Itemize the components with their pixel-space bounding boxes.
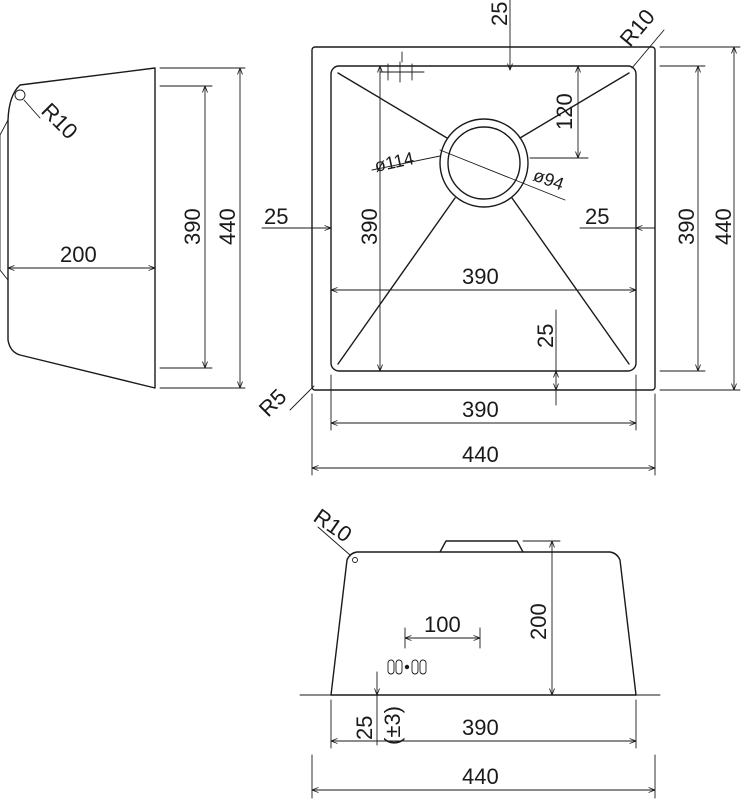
top-view: 25 R10 120 ø114 ø94 25 390 25 390 44 — [254, 0, 741, 476]
right-margin-label: 25 — [585, 204, 609, 229]
inner-height-label: 390 — [357, 208, 382, 245]
side-view: R10 200 390 440 — [0, 67, 246, 389]
outer-diameter-label: ø114 — [373, 148, 416, 176]
front-inner-width-label: 390 — [462, 715, 499, 740]
edge-offset-label: 25 — [352, 716, 377, 740]
top-view-outer-rim — [311, 46, 656, 391]
inner-diameter-label: ø94 — [531, 165, 567, 194]
side-view-outline — [7, 67, 156, 389]
inner-width-label: 390 — [462, 264, 499, 289]
drain-inner-circle — [447, 126, 521, 200]
right-inner-height-label: 390 — [674, 208, 699, 245]
bottom-margin-label: 25 — [533, 324, 558, 348]
right-outer-height-label: 440 — [711, 208, 736, 245]
bottom-inner-width-label: 390 — [462, 397, 499, 422]
tolerance-label: (±3) — [380, 706, 405, 745]
tap-hole-marks-icon — [379, 51, 425, 83]
front-outer-width-label: 440 — [462, 764, 499, 789]
drain-outer-circle — [439, 118, 529, 208]
front-view: R10 200 100 25 (±3) 390 440 — [299, 504, 661, 799]
drain-depth-label: 120 — [552, 93, 577, 130]
side-depth-label: 200 — [60, 242, 97, 267]
front-height-label: 200 — [526, 603, 551, 640]
bottom-outer-width-label: 440 — [462, 442, 499, 467]
left-margin-label: 25 — [264, 204, 288, 229]
front-radius-label: R10 — [309, 504, 356, 548]
front-view-outline — [330, 551, 637, 696]
side-inner-height-label: 390 — [180, 208, 205, 245]
outer-radius-label: R5 — [254, 384, 292, 422]
top-view-inner-bowl — [330, 65, 637, 372]
radius-marker-icon — [14, 89, 26, 101]
top-margin-label: 25 — [487, 2, 512, 26]
overflow-slots-icon — [387, 659, 427, 675]
top-radius-label: R10 — [615, 4, 660, 51]
side-radius-label: R10 — [36, 98, 82, 144]
side-outer-height-label: 440 — [215, 208, 240, 245]
overflow-width-label: 100 — [424, 612, 461, 637]
